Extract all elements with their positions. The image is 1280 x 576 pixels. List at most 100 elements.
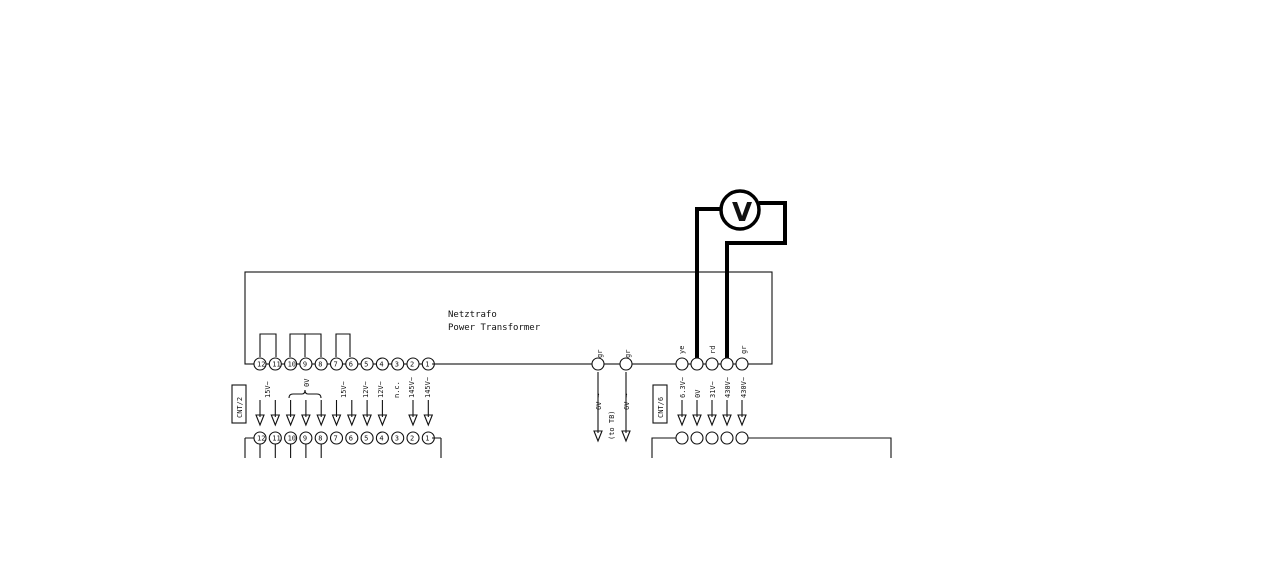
cnt6-bottom-pin xyxy=(705,431,719,445)
arrow-head xyxy=(707,414,717,427)
cnt2-bottom-pin xyxy=(329,431,344,445)
aux-output-label: 6V ~ xyxy=(595,393,603,410)
arrow-head xyxy=(408,414,418,427)
arrow-head xyxy=(331,414,342,427)
cnt2-top-pin-number: 6 xyxy=(349,361,353,369)
cnt2-bottom-outline xyxy=(244,437,442,458)
cnt6-voltage-label: 430V~ xyxy=(724,377,732,398)
cnt6-top-pin xyxy=(675,357,689,371)
jumper-bracket xyxy=(335,333,351,357)
arrow-head xyxy=(362,414,372,427)
cnt2-top-pin-number: 3 xyxy=(395,361,399,369)
cnt6-wire-color: rd xyxy=(709,346,717,354)
voltmeter-symbol: V xyxy=(732,198,752,228)
probe-lead-left xyxy=(695,207,721,362)
cnt2-bottom-pin-number: 7 xyxy=(334,435,338,443)
transformer-title-en: Power Transformer xyxy=(448,323,541,333)
cnt6-wire-color: ye xyxy=(678,346,686,354)
aux-wire-color: gr xyxy=(596,350,604,358)
cnt2-top-pin-number: 5 xyxy=(364,361,368,369)
cnt2-label: CNT/2 xyxy=(236,397,244,418)
cnt2-bottom-pin-number: 9 xyxy=(303,435,307,443)
cnt6-voltage-label: 31V~ xyxy=(709,381,717,398)
cnt2-top-pin xyxy=(314,357,328,371)
cnt2-voltage-label: n.c. xyxy=(393,381,401,398)
cnt6-bottom-pin xyxy=(720,431,734,445)
cnt2-top-pin xyxy=(299,357,313,371)
cnt6-bottom-pin xyxy=(735,431,749,445)
aux-pin xyxy=(619,357,633,371)
jumper-bracket xyxy=(289,333,322,357)
cnt2-bottom-pin-number: 5 xyxy=(364,435,368,443)
cnt2-top-pin-number: 12 xyxy=(257,361,265,369)
cnt2-bottom-pin-number: 2 xyxy=(410,435,414,443)
arrow-head xyxy=(621,430,631,443)
arrow-head xyxy=(285,414,296,427)
cnt2-bottom-pin-number: 10 xyxy=(288,435,296,443)
cnt2-bottom-pin xyxy=(391,431,405,445)
cnt2-voltage-label: 15V~ xyxy=(264,381,272,398)
aux-pin xyxy=(591,357,605,371)
cnt2-voltage-label: 145V~ xyxy=(424,377,432,398)
transformer-title-de: Netztrafo xyxy=(448,310,497,320)
aux-wire-color: gr xyxy=(624,350,632,358)
cnt6-voltage-label: 430V~ xyxy=(740,377,748,398)
cnt6-bottom-pin xyxy=(675,431,689,445)
cnt2-bottom-pin xyxy=(406,431,420,445)
arrow-head xyxy=(346,414,357,427)
cnt2-top-pin xyxy=(375,357,389,371)
cnt2-top-pin xyxy=(253,357,267,371)
zero-volt-brace xyxy=(288,389,322,399)
cnt2-voltage-label: 15V~ xyxy=(340,381,348,398)
cnt6-bottom-outline xyxy=(651,437,892,458)
cnt6-top-pin xyxy=(705,357,719,371)
cnt2-label-box xyxy=(231,384,247,424)
cnt6-top-pin xyxy=(690,357,704,371)
cnt2-top-pin xyxy=(391,357,405,371)
cnt2-bottom-pin xyxy=(360,431,374,445)
cnt2-top-pin-number: 11 xyxy=(272,361,280,369)
cnt2-bottom-pin xyxy=(375,431,389,445)
arrow-head xyxy=(692,414,702,427)
aux-output-label: 6V ~ xyxy=(623,393,631,410)
arrow-head xyxy=(722,414,732,427)
cnt2-top-pin xyxy=(406,357,420,371)
cnt2-top-pin-number: 8 xyxy=(318,361,322,369)
cnt2-top-pin xyxy=(284,357,298,371)
cnt2-voltage-label: 12V~ xyxy=(362,381,370,398)
cnt2-bottom-pin-number: 3 xyxy=(395,435,399,443)
arrow-head xyxy=(255,414,265,427)
cnt2-top-pin-number: 10 xyxy=(288,361,296,369)
cnt6-top-pin xyxy=(735,357,749,371)
cnt2-bottom-pin-number: 6 xyxy=(349,435,353,443)
arrow-head xyxy=(316,414,327,427)
cnt2-bottom-pin-number: 1 xyxy=(425,435,429,443)
cnt2-bottom-pin-number: 8 xyxy=(318,435,322,443)
cnt2-top-pin-number: 7 xyxy=(334,361,338,369)
aux-note: (to TB) xyxy=(608,410,616,440)
cnt2-bottom-pin-number: 12 xyxy=(257,435,265,443)
cnt6-wire-color: gr xyxy=(740,346,748,354)
cnt2-top-pin-number: 9 xyxy=(303,361,307,369)
cnt2-top-pin-number: 1 xyxy=(425,361,429,369)
arrow-head xyxy=(677,414,687,427)
cnt6-bottom-pin xyxy=(690,431,704,445)
arrow-head xyxy=(377,414,388,427)
cnt2-voltage-label: 145V~ xyxy=(408,377,416,398)
cnt2-bottom-pin xyxy=(345,431,359,445)
arrow-head xyxy=(270,414,281,427)
cnt6-voltage-label: 0V xyxy=(694,389,702,398)
arrow-head xyxy=(737,414,747,427)
cnt6-label: CNT/6 xyxy=(657,397,665,418)
cnt6-voltage-label: 6.3V~ xyxy=(679,377,687,398)
cnt2-bottom-pin-number: 11 xyxy=(272,435,280,443)
cnt2-voltage-label: 0V xyxy=(303,378,311,387)
cnt2-bottom-pin-number: 4 xyxy=(379,435,383,443)
cnt2-top-pin xyxy=(345,357,359,371)
cnt2-top-pin-number: 2 xyxy=(410,361,414,369)
cnt2-top-pin xyxy=(268,357,282,371)
cnt2-top-pin xyxy=(329,357,344,371)
arrow-head xyxy=(593,430,603,443)
